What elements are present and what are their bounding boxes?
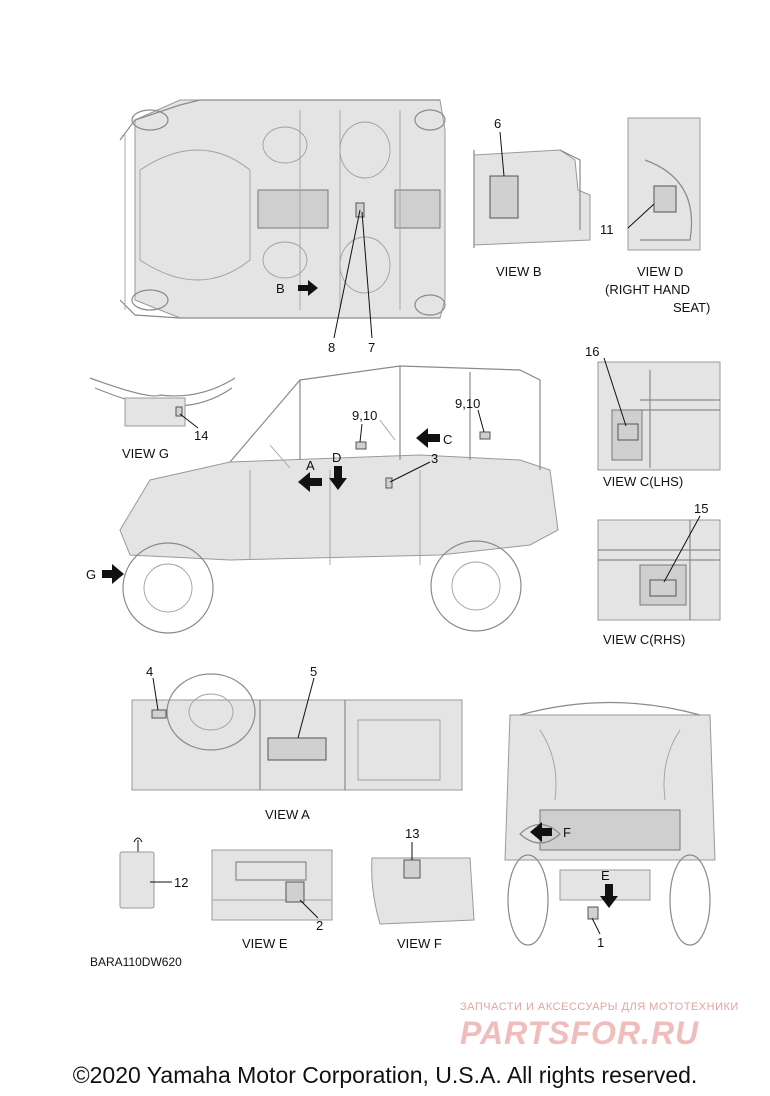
callout-2: 2 bbox=[316, 918, 323, 933]
leader-16 bbox=[603, 357, 627, 427]
view-a-label: VIEW A bbox=[265, 807, 310, 822]
callout-1: 1 bbox=[597, 935, 604, 950]
arrow-g-icon bbox=[102, 564, 124, 584]
leader-15 bbox=[663, 515, 701, 583]
leader-14 bbox=[179, 413, 199, 429]
arrow-b-icon bbox=[298, 280, 318, 296]
callout-15: 15 bbox=[694, 501, 708, 516]
leader-9-10-front bbox=[359, 423, 363, 443]
arrow-d-icon bbox=[329, 466, 347, 490]
view-g-label: VIEW G bbox=[122, 446, 169, 461]
letter-b: B bbox=[276, 281, 285, 296]
side-view-illustration bbox=[119, 365, 559, 634]
view-d-label-2: (RIGHT HAND bbox=[605, 282, 690, 297]
view-c-rhs-illustration bbox=[597, 519, 721, 621]
parts-diagram: B 8 7 6 VIEW B 11 VIEW D (RIGHT HAND SEA… bbox=[86, 99, 739, 1051]
hang-tag-illustration bbox=[119, 837, 155, 909]
view-b-illustration bbox=[473, 149, 591, 248]
view-e-illustration bbox=[211, 849, 333, 921]
callout-12: 12 bbox=[174, 875, 188, 890]
callout-6: 6 bbox=[494, 116, 501, 131]
arrow-e-icon bbox=[600, 884, 618, 908]
callout-4: 4 bbox=[146, 664, 153, 679]
callout-5: 5 bbox=[310, 664, 317, 679]
copyright-notice: ©2020 Yamaha Motor Corporation, U.S.A. A… bbox=[72, 1062, 698, 1088]
letter-a: A bbox=[306, 458, 315, 473]
arrow-c-icon bbox=[416, 428, 440, 448]
callout-11: 11 bbox=[600, 222, 614, 237]
letter-f: F bbox=[563, 825, 571, 840]
leader-3 bbox=[389, 461, 431, 483]
callout-7: 7 bbox=[368, 340, 375, 355]
callout-16: 16 bbox=[585, 344, 599, 359]
view-g-illustration bbox=[89, 377, 236, 427]
view-a-illustration bbox=[131, 673, 463, 791]
diagram-code: BARA110DW620 bbox=[90, 955, 182, 969]
callout-9-10-front: 9,10 bbox=[352, 408, 377, 423]
leader-7 bbox=[361, 211, 373, 339]
callout-14: 14 bbox=[194, 428, 208, 443]
view-c-rhs-label: VIEW C(RHS) bbox=[603, 632, 685, 647]
view-d-label: VIEW D bbox=[637, 264, 683, 279]
letter-g: G bbox=[86, 567, 96, 582]
leader-8 bbox=[333, 209, 361, 339]
arrow-a-icon bbox=[298, 472, 322, 492]
leader-2 bbox=[299, 899, 319, 919]
letter-c: C bbox=[443, 432, 452, 447]
callout-8: 8 bbox=[328, 340, 335, 355]
leader-6 bbox=[499, 131, 505, 177]
view-e-label: VIEW E bbox=[242, 936, 288, 951]
leader-4 bbox=[152, 677, 159, 711]
arrow-f-icon bbox=[519, 822, 561, 844]
top-view-illustration bbox=[119, 99, 446, 319]
view-c-lhs-illustration bbox=[597, 361, 721, 471]
leader-5 bbox=[297, 677, 315, 739]
view-b-label: VIEW B bbox=[496, 264, 542, 279]
view-f-illustration bbox=[371, 857, 475, 925]
view-d-label-3: SEAT) bbox=[673, 300, 710, 315]
callout-3: 3 bbox=[431, 451, 438, 466]
watermark-logo: PARTSFOR.RU bbox=[460, 1015, 699, 1051]
leader-1 bbox=[591, 917, 601, 935]
leader-11 bbox=[627, 203, 655, 229]
view-f-label: VIEW F bbox=[397, 936, 442, 951]
leader-9-10-rear bbox=[477, 409, 485, 433]
callout-9-10-rear: 9,10 bbox=[455, 396, 480, 411]
watermark-subtitle: ЗАПЧАСТИ И АКСЕССУАРЫ ДЛЯ МОТОТЕХНИКИ bbox=[460, 1001, 739, 1013]
rear-view-illustration bbox=[504, 701, 716, 946]
letter-e: E bbox=[601, 868, 610, 883]
callout-13: 13 bbox=[405, 826, 419, 841]
view-d-illustration bbox=[627, 117, 701, 251]
view-c-lhs-label: VIEW C(LHS) bbox=[603, 474, 683, 489]
letter-d: D bbox=[332, 450, 341, 465]
